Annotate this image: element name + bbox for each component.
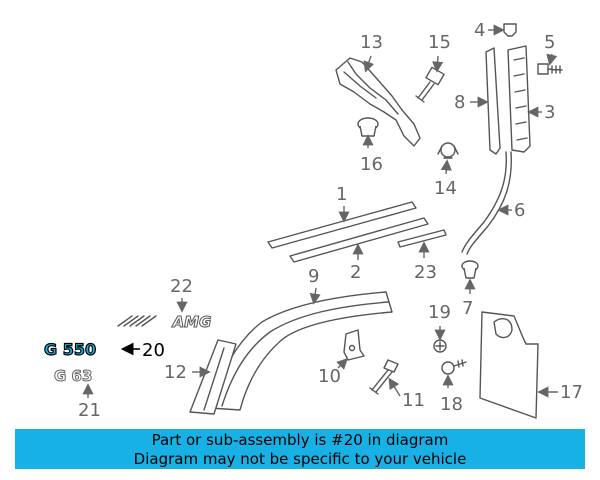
banner-line-2: Diagram may not be specific to your vehi… xyxy=(133,450,467,468)
part-13-bracket[interactable] xyxy=(335,57,421,147)
part-14-clip[interactable] xyxy=(437,142,459,159)
label-13: 13 xyxy=(360,32,383,53)
label-8: 8 xyxy=(454,92,465,113)
label-7: 7 xyxy=(462,298,473,319)
part-2-molding[interactable] xyxy=(289,217,429,263)
g63-emblem-text: G 63 xyxy=(54,367,92,385)
part-4-cap[interactable] xyxy=(503,23,517,37)
label-2: 2 xyxy=(350,262,361,283)
part-8-seal[interactable] xyxy=(485,47,501,155)
part-5-screw[interactable] xyxy=(537,63,563,75)
part-20-g550-emblem[interactable]: G 550 xyxy=(43,339,96,359)
part-11-pin[interactable] xyxy=(369,359,399,395)
label-14: 14 xyxy=(434,178,457,199)
part-21-g63-emblem[interactable]: G 63 xyxy=(54,367,93,386)
part-1-molding[interactable] xyxy=(267,201,417,249)
label-17: 17 xyxy=(560,382,583,403)
label-16: 16 xyxy=(360,154,383,175)
info-banner: Part or sub-assembly is #20 in diagram D… xyxy=(15,429,585,469)
part-17-mudflap[interactable] xyxy=(479,311,539,419)
label-23: 23 xyxy=(414,262,437,283)
label-20: 20 xyxy=(142,340,165,361)
label-12: 12 xyxy=(164,362,187,383)
label-15: 15 xyxy=(428,32,451,53)
part-22-amg-emblem[interactable]: AMG xyxy=(117,313,212,332)
label-3: 3 xyxy=(544,102,555,123)
part-18-screw[interactable] xyxy=(441,359,467,375)
part-16-clip[interactable] xyxy=(357,117,379,137)
part-19-screw[interactable] xyxy=(433,339,447,353)
label-21: 21 xyxy=(78,400,101,421)
part-9-flare[interactable] xyxy=(209,291,393,411)
label-9: 9 xyxy=(308,266,319,287)
part-6-seal[interactable] xyxy=(461,151,513,255)
part-3-trim[interactable] xyxy=(507,45,531,153)
part-10-bracket[interactable] xyxy=(343,329,365,361)
label-5: 5 xyxy=(544,32,555,53)
label-4: 4 xyxy=(474,20,485,41)
label-1: 1 xyxy=(336,184,347,205)
label-19: 19 xyxy=(428,302,451,323)
part-15-bolt[interactable] xyxy=(415,66,445,103)
g550-emblem-text: G 550 xyxy=(44,340,96,359)
part-23-strip[interactable] xyxy=(397,229,447,248)
label-10: 10 xyxy=(318,366,341,387)
part-7-clip[interactable] xyxy=(461,260,479,279)
part-12-trim[interactable] xyxy=(189,339,237,415)
amg-emblem-text: AMG xyxy=(172,313,212,331)
label-11: 11 xyxy=(402,390,425,411)
banner-line-1: Part or sub-assembly is #20 in diagram xyxy=(151,431,449,449)
label-6: 6 xyxy=(514,200,525,221)
label-18: 18 xyxy=(440,394,463,415)
label-22: 22 xyxy=(170,276,193,297)
parts-diagram: 13 15 16 14 4 5 8 3 xyxy=(43,20,583,421)
